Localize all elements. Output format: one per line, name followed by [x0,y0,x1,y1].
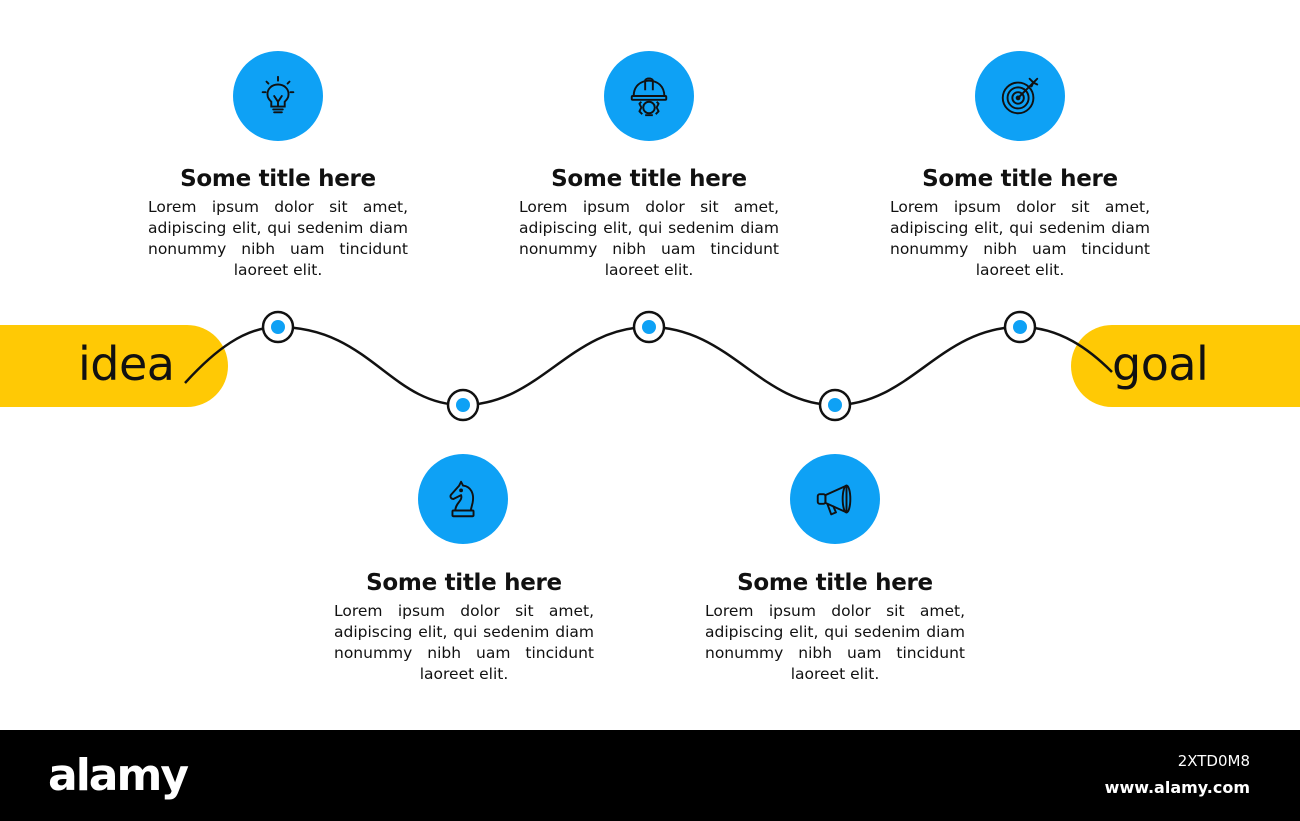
step-5-icon-circle [975,51,1065,141]
timeline-node-3 [632,310,666,344]
step-2-title: Some title here [366,570,562,596]
lightbulb-icon [261,75,295,114]
footer-logo: alamy [48,750,189,801]
step-2-body: Lorem ipsum dolor sit amet, adipiscing e… [334,602,594,683]
timeline-wave [184,310,1113,422]
start-label: idea [78,337,175,391]
step-1-title: Some title here [180,166,376,192]
timeline-node-2 [446,388,480,422]
step-4-body: Lorem ipsum dolor sit amet, adipiscing e… [705,602,965,683]
footer-url[interactable]: www.alamy.com [1104,778,1250,797]
end-label: goal [1112,337,1209,391]
start-pill [0,325,228,407]
target-arrow-icon [1001,77,1039,115]
step-5-title: Some title here [922,166,1118,192]
step-1-icon-circle [233,51,323,141]
infographic-canvas: idea goal Some title here Lorem ipsum do… [0,51,1300,683]
step-4-icon-circle [790,454,880,544]
step-3-body: Lorem ipsum dolor sit amet, adipiscing e… [519,198,779,279]
megaphone-icon [816,484,852,516]
footer-image-id: 2XTD0M8 [1177,752,1250,770]
step-4-title: Some title here [737,570,933,596]
step-3-title: Some title here [551,166,747,192]
timeline-node-5 [1003,310,1037,344]
step-1-body: Lorem ipsum dolor sit amet, adipiscing e… [148,198,408,279]
watermark-footer: alamy 2XTD0M8 www.alamy.com [0,730,1300,821]
end-pill [1071,325,1300,407]
step-5-body: Lorem ipsum dolor sit amet, adipiscing e… [890,198,1150,279]
chess-knight-icon [449,480,475,518]
step-3-icon-circle [604,51,694,141]
timeline-node-4 [818,388,852,422]
timeline-node-1 [261,310,295,344]
engineer-helmet-gear-icon [630,77,668,117]
step-2-icon-circle [418,454,508,544]
